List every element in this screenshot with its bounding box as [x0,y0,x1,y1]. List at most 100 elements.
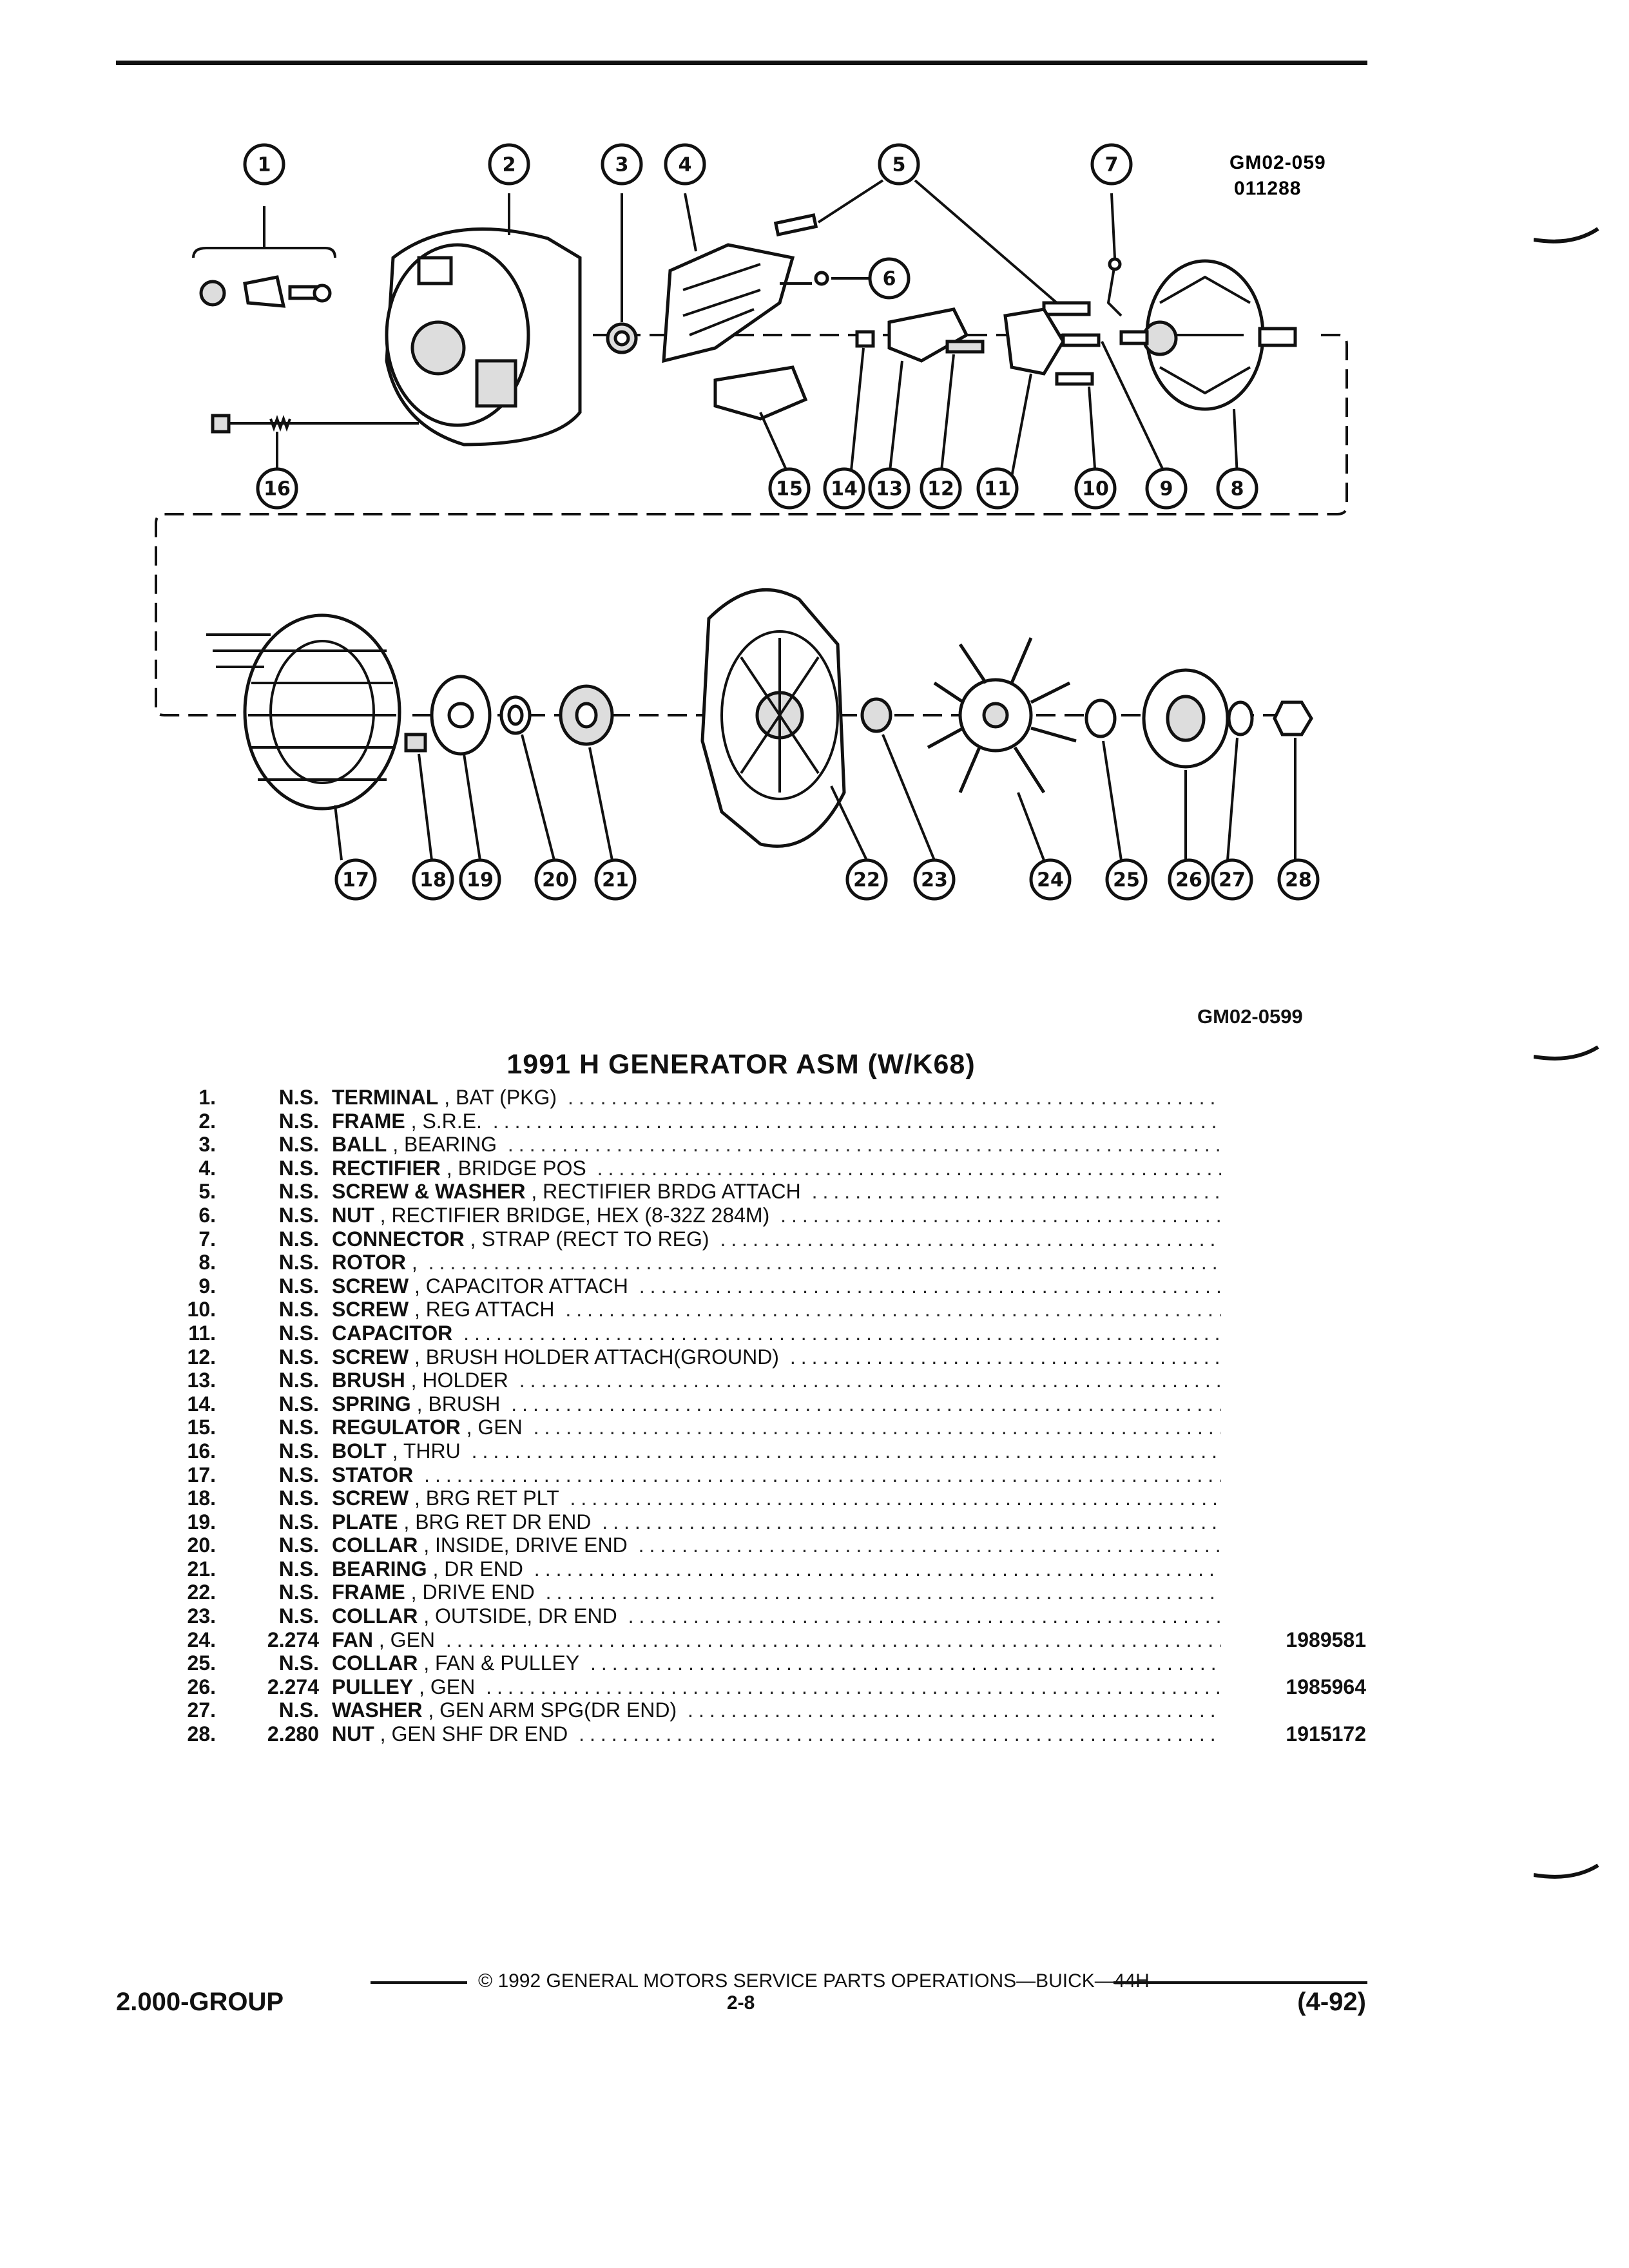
group-number: N.S. [278,1086,319,1109]
leader-dots: ........................................… [720,1227,1221,1251]
parts-row: 25.N.S.COLLAR , FAN & PULLEY ...........… [0,1651,1482,1675]
part-qualifier: , HOLDER [405,1369,508,1392]
part-brg-ret-plate [404,675,492,861]
part-terminal-bat [192,206,336,308]
part-name: BALL [332,1133,387,1157]
callout-18: 18 [412,858,454,901]
leader-dots: ........................................… [639,1274,1221,1298]
item-number: 9. [198,1274,216,1298]
part-name: SPRING [332,1392,411,1416]
part-name: WASHER [332,1698,423,1722]
parts-row: 20.N.S.COLLAR , INSIDE, DRIVE END ......… [0,1533,1482,1557]
svg-text:16: 16 [264,478,291,501]
part-description: COLLAR , INSIDE, DRIVE END .............… [332,1533,1221,1557]
part-description: BOLT , THRU ............................… [332,1439,1221,1463]
svg-text:22: 22 [853,869,880,892]
footer-rule-right [1113,1981,1367,1984]
parts-row: 14.N.S.SPRING , BRUSH ..................… [0,1392,1482,1416]
item-number: 13. [187,1369,216,1392]
part-number: 1989581 [1286,1628,1366,1651]
parts-row: 17.N.S.STATOR ..........................… [0,1463,1482,1487]
parts-row: 22.N.S.FRAME , DRIVE END ...............… [0,1581,1482,1604]
part-description: CAPACITOR ..............................… [332,1321,1221,1345]
part-name: PULLEY [332,1675,414,1698]
callouts: 1 2 3 4 5 6 7 8 9 10 11 12 13 14 15 16 1… [243,143,1320,901]
svg-text:2: 2 [503,154,516,177]
callout-23: 23 [913,858,956,901]
part-capacitor [1003,307,1168,477]
parts-row: 8.N.S.ROTOR , ..........................… [0,1251,1482,1274]
part-bolt-thru [211,414,419,470]
item-number: 24. [187,1628,216,1651]
parts-row: 27.N.S.WASHER , GEN ARM SPG(DR END) ....… [0,1698,1482,1722]
group-number: N.S. [278,1321,319,1345]
part-rectifier [662,193,795,363]
part-name: COLLAR [332,1604,418,1628]
item-number: 18. [187,1486,216,1510]
part-name: SCREW [332,1298,409,1321]
group-number: N.S. [278,1180,319,1204]
callout-4: 4 [664,143,706,186]
leader-dots: ........................................… [628,1604,1221,1628]
part-frame-drive-end [700,588,868,861]
parts-row: 5.N.S.SCREW & WASHER , RECTIFIER BRDG AT… [0,1180,1482,1204]
svg-text:5: 5 [892,154,906,177]
part-name: SCREW [332,1345,409,1369]
item-number: 4. [198,1156,216,1180]
svg-text:18: 18 [419,869,447,892]
footer-group: 2.000-GROUP [116,1988,284,2016]
group-number: N.S. [278,1510,319,1533]
leader-dots: ........................................… [471,1439,1221,1463]
part-qualifier: , INSIDE, DRIVE END [418,1533,628,1557]
callout-10: 10 [1074,467,1117,510]
callout-22: 22 [845,858,888,901]
svg-text:1: 1 [258,154,271,177]
part-stator [206,613,401,861]
part-qualifier: , DRIVE END [405,1581,535,1604]
svg-text:8: 8 [1231,478,1244,501]
part-fan [927,637,1077,861]
scan-marks [1534,227,1599,1879]
group-number: N.S. [278,1416,319,1439]
group-number: N.S. [278,1581,319,1604]
part-description: COLLAR , FAN & PULLEY ..................… [332,1651,1221,1675]
callout-27: 27 [1211,858,1253,901]
item-number: 1. [198,1086,216,1109]
group-number: N.S. [278,1251,319,1274]
leader-dots: ........................................… [533,1416,1221,1439]
part-qualifier: , BRUSH HOLDER ATTACH(GROUND) [409,1345,779,1369]
part-number: 1915172 [1286,1722,1366,1746]
callout-13: 13 [868,467,911,510]
callout-12: 12 [920,467,962,510]
part-number: 1985964 [1286,1675,1366,1698]
part-name: BEARING [332,1557,427,1581]
callout-17: 17 [334,858,377,901]
part-description: STATOR .................................… [332,1463,1221,1486]
group-number: N.S. [278,1133,319,1157]
parts-row: 13.N.S.BRUSH , HOLDER ..................… [0,1369,1482,1392]
part-description: SCREW , REG ATTACH .....................… [332,1298,1221,1321]
part-name: STATOR [332,1463,414,1486]
parts-row: 18.N.S.SCREW , BRG RET PLT .............… [0,1486,1482,1510]
item-number: 28. [187,1722,216,1746]
part-description: SPRING , BRUSH .........................… [332,1392,1221,1416]
svg-text:3: 3 [615,154,629,177]
callout-7: 7 [1090,143,1133,186]
group-number: N.S. [278,1486,319,1510]
parts-row: 15.N.S.REGULATOR , GEN .................… [0,1416,1482,1439]
item-number: 14. [187,1392,216,1416]
leader-dots: ........................................… [570,1486,1221,1510]
leader-dots: ........................................… [545,1581,1221,1604]
top-rule [116,61,1367,65]
group-number: N.S. [278,1274,319,1298]
part-name: CONNECTOR [332,1227,465,1251]
part-qualifier: , GEN ARM SPG(DR END) [422,1698,677,1722]
svg-text:25: 25 [1113,869,1140,892]
footer-page: 2-8 [727,1992,755,2013]
svg-text:20: 20 [542,869,569,892]
part-name: REGULATOR [332,1416,461,1439]
part-qualifier: , GEN [413,1675,476,1698]
svg-text:12: 12 [927,478,954,501]
part-collar-outside [860,697,936,861]
